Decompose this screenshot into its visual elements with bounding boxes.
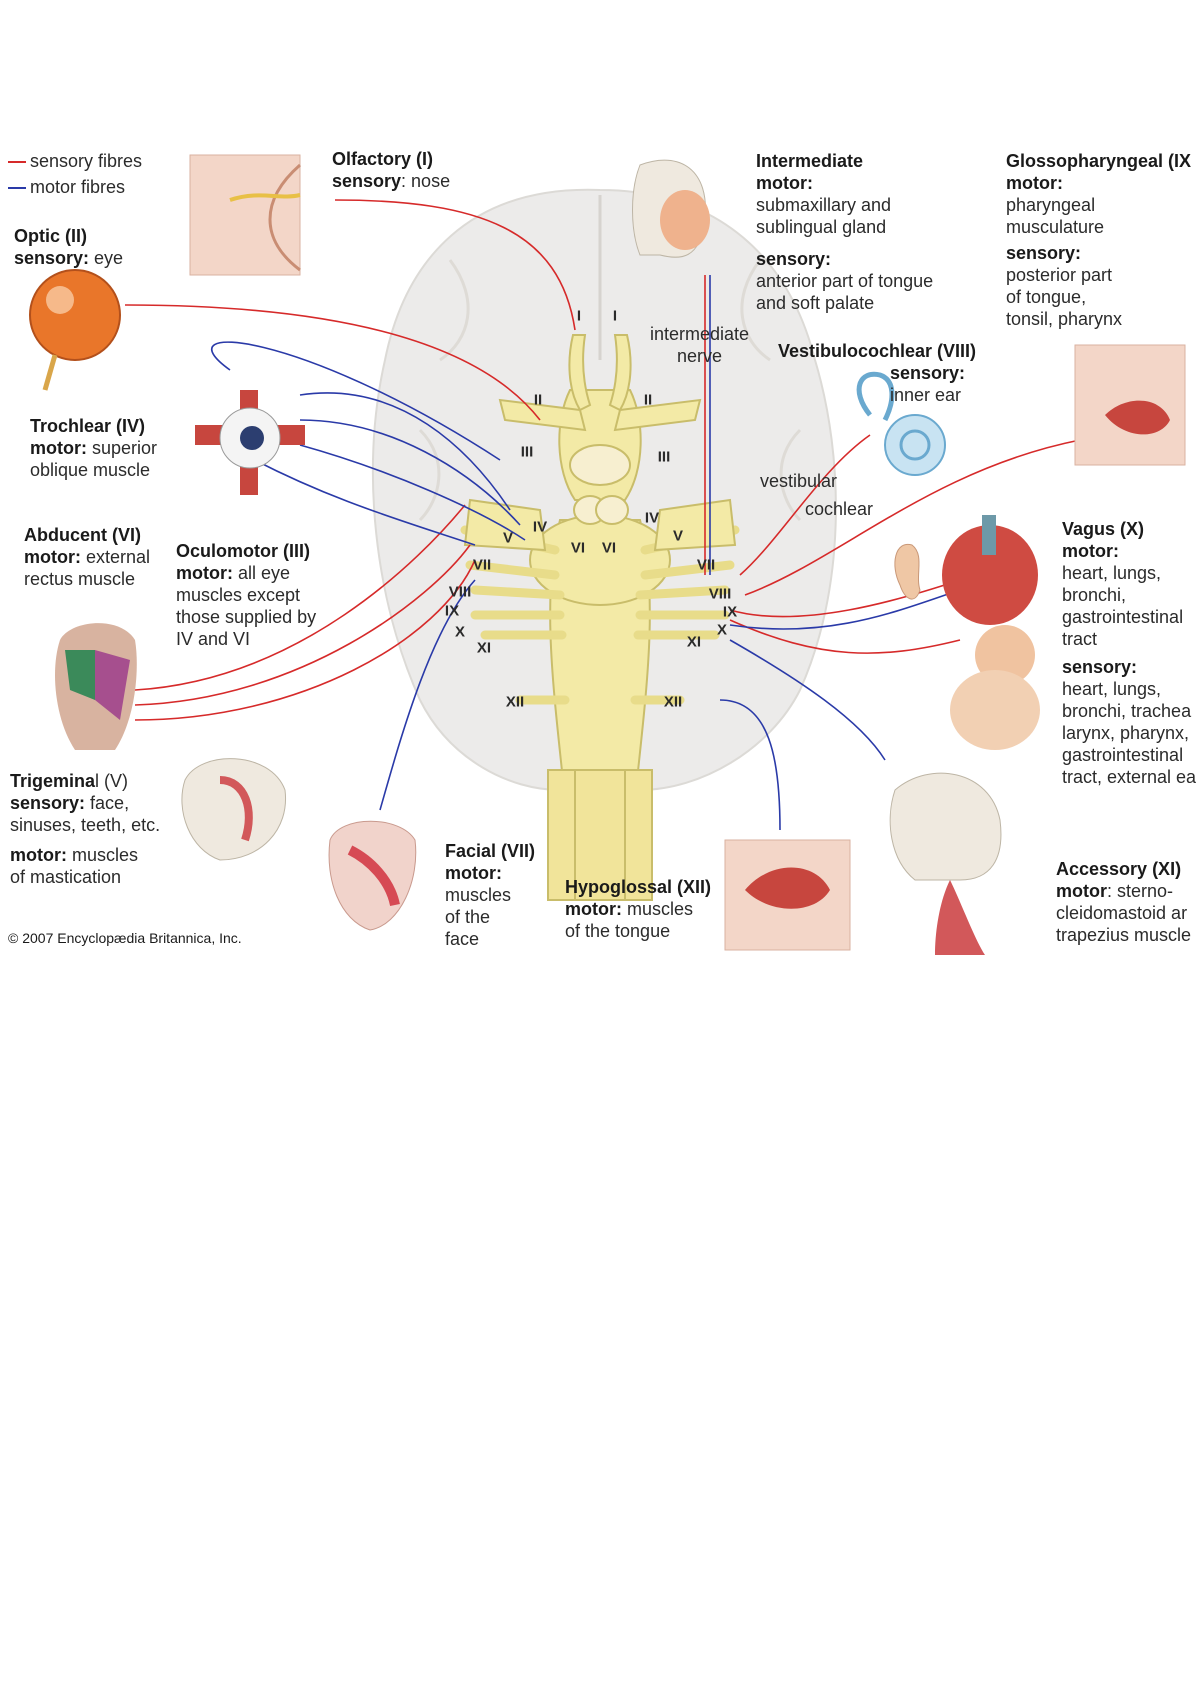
sensory-swatch [8, 161, 26, 164]
vestibulocochlear-label: Vestibulocochlear (VIII) sensory: inner … [778, 341, 977, 405]
diagram-artwork [29, 154, 1186, 955]
sensory-fibres [124, 199, 1081, 721]
brain-gyri [418, 259, 802, 522]
intermediate-nerve-label: intermediate nerve [650, 324, 750, 366]
numeral-II-right: II [643, 391, 653, 409]
cranial-nerves-diagram: sensory fibres motor fibres Olfactory (I… [8, 149, 1197, 955]
numeral-III-right: III [657, 448, 671, 466]
organs-illustration [942, 515, 1040, 750]
copyright-notice: © 2007 Encyclopædia Britannica, Inc. [8, 930, 242, 946]
numeral-II-left: II [533, 391, 543, 409]
numeral-X-left: X [454, 623, 466, 641]
numeral-XI-right: XI [686, 633, 702, 651]
numeral-IX-left: IX [444, 602, 460, 620]
legend-motor: motor fibres [8, 176, 125, 198]
intermediate-label: Intermediate motor: submaxillary and sub… [756, 151, 934, 313]
trigeminal-ganglia [463, 498, 737, 552]
motor-swatch [8, 187, 26, 190]
tongue-illustration [724, 839, 851, 951]
hypoglossal-label: Hypoglossal (XII) motor: muscles of the … [565, 877, 712, 941]
neck-skull-illustration [889, 772, 1002, 955]
numeral-IX-right: IX [722, 603, 738, 621]
legend-sensory: sensory fibres [8, 150, 142, 172]
numeral-XII-right: XII [663, 693, 683, 711]
olfactory-tracts [498, 334, 702, 525]
nose-illustration [189, 154, 301, 276]
numeral-VIII-right: VIII [708, 585, 732, 603]
trochlear-label: Trochlear (IV) motor: superior oblique m… [30, 416, 158, 480]
optic-label: Optic (II) sensory: eye [14, 226, 124, 268]
numeral-XII-left: XII [505, 693, 525, 711]
olfactory-label: Olfactory (I) sensory: nose [332, 149, 451, 191]
trigeminal-label: Trigeminal (V) sensory: face, sinuses, t… [10, 771, 161, 887]
accessory-label: Accessory (XI) motor: sterno- cleidomast… [1056, 859, 1192, 945]
numeral-VI-left: VI [570, 539, 586, 557]
facial-label: Facial (VII) motor: muscles of the face [445, 841, 536, 949]
vestibular-label: vestibular [760, 471, 838, 491]
vagus-label: Vagus (X) motor: heart, lungs, bronchi, … [1062, 519, 1197, 787]
eyeball-muscles-illustration [195, 390, 305, 495]
jaw-muscle-illustration [181, 758, 287, 861]
inner-ear-illustration [856, 371, 946, 476]
numeral-III-left: III [520, 443, 534, 461]
cochlear-label: cochlear [805, 499, 874, 519]
numeral-VII-left: VII [472, 556, 492, 574]
numeral-IV-left: IV [532, 518, 548, 536]
glossopharyngeal-label: Glossopharyngeal (IX motor: pharyngeal m… [1006, 151, 1192, 329]
numeral-IV-right: IV [644, 509, 660, 527]
face-trigeminal-illustration [55, 623, 137, 750]
numeral-VIII-left: VIII [448, 583, 472, 601]
numeral-XI-left: XI [476, 639, 492, 657]
throat-illustration [1074, 344, 1186, 466]
motor-fibres [210, 275, 961, 831]
abducent-label: Abducent (VI) motor: external rectus mus… [24, 525, 151, 589]
eye-illustration [29, 269, 121, 391]
numeral-VII-right: VII [696, 556, 716, 574]
face-muscles-illustration [328, 820, 417, 931]
skull-intermediate-illustration [632, 159, 710, 258]
numeral-X-right: X [716, 621, 728, 639]
numeral-V-left: V [502, 529, 514, 547]
numeral-I-right: I [612, 307, 618, 325]
numeral-I-left: I [576, 307, 582, 325]
oculomotor-label: Oculomotor (III) motor: all eye muscles … [176, 541, 317, 649]
numeral-VI-right: VI [601, 539, 617, 557]
ear-illustration [894, 543, 921, 600]
numeral-V-right: V [672, 527, 684, 545]
